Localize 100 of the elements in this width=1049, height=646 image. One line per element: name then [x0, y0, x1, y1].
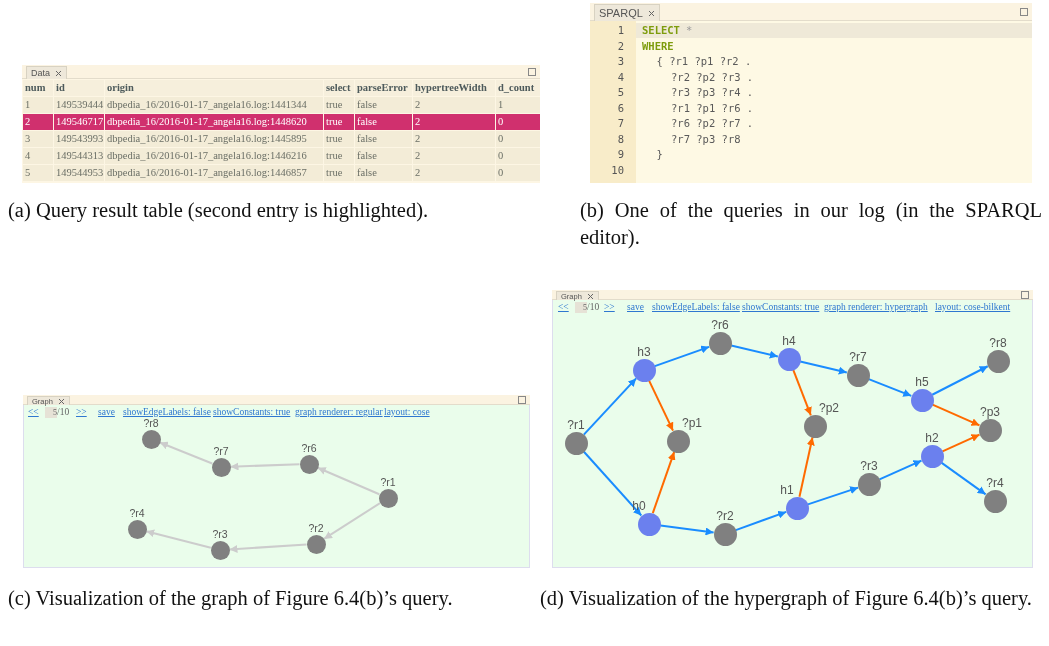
tab: SPARQL: [594, 4, 660, 21]
graph-node: [298, 443, 320, 474]
figure-caption: (a) Query result table (second entry is highlighted).: [8, 198, 430, 224]
node-label: ?p1: [681, 416, 703, 430]
line-number: 4: [616, 69, 624, 85]
code-keyword: WHERE: [642, 38, 674, 54]
node-label: ?p2: [818, 401, 840, 415]
page-count: /10: [587, 302, 600, 313]
node-label: ?r2: [307, 523, 325, 535]
table-cell: 149544313: [54, 148, 104, 164]
table-cell: 2: [413, 97, 495, 113]
table-cell: 2: [23, 114, 53, 130]
arrow: [792, 368, 812, 417]
table-cell: true: [324, 97, 354, 113]
table-cell: dbpedia_16/2016-01-17_angela16.log:1441344: [105, 97, 323, 113]
page-input-field: 5: [575, 302, 587, 313]
line-number: 1: [616, 23, 624, 38]
node-label: ?r4: [128, 508, 146, 520]
node-label: h1: [779, 483, 795, 497]
graph-node: [776, 334, 802, 371]
figure-caption: (b) One of the queries in our log (in the SPARQL editor).: [580, 198, 1042, 251]
arrow: [158, 441, 214, 465]
node-label: ?r6: [710, 318, 730, 332]
graph-node: [210, 446, 232, 477]
graph-node: [631, 345, 657, 382]
line-number: 7: [616, 116, 624, 131]
tab: Data: [26, 66, 67, 79]
node-label: ?r8: [142, 418, 160, 430]
arrow: [651, 450, 676, 515]
graph-node: [707, 318, 733, 355]
column-header: d_count: [496, 80, 540, 96]
table-cell: 2: [413, 131, 495, 147]
line-number: 3: [616, 54, 624, 69]
node-label: h3: [636, 345, 652, 359]
table-cell: true: [324, 131, 354, 147]
table-cell: 0: [496, 148, 540, 164]
arrow: [867, 378, 913, 397]
graph-node: [126, 508, 148, 539]
graph-node: [977, 405, 1003, 442]
code-keyword: SELECT: [642, 23, 680, 38]
toolbar-link: showEdgeLabels: false: [123, 407, 211, 418]
column-header: select: [324, 80, 354, 96]
node-label: ?r1: [379, 477, 397, 489]
table-cell: 4: [23, 148, 53, 164]
code-line: ?r7 ?p3 ?r8: [671, 131, 741, 147]
table-cell: false: [355, 97, 412, 113]
node-label: h2: [924, 431, 940, 445]
arrow: [316, 466, 381, 496]
table-cell: dbpedia_16/2016-01-17_angela16.log:1446857: [105, 165, 323, 181]
toolbar-link: showConstants: true: [742, 302, 820, 313]
toolbar-link: >>: [604, 302, 615, 313]
toolbar-link: >>: [76, 407, 87, 418]
table-cell: false: [355, 114, 412, 130]
line-number: 9: [616, 147, 624, 162]
arrow: [323, 502, 381, 540]
arrow: [941, 433, 981, 453]
toolbar-link: save: [627, 302, 644, 313]
table-cell: 149543993: [54, 131, 104, 147]
arrow: [806, 486, 860, 506]
arrow: [582, 377, 638, 436]
table-cell: true: [324, 148, 354, 164]
graph-node: [305, 523, 327, 554]
line-number: 5: [616, 85, 624, 100]
table-cell: 0: [496, 165, 540, 181]
arrow: [647, 379, 675, 432]
figure-caption: (c) Visualization of the graph of Figure 6.4(b)’s query.: [8, 586, 454, 612]
node-label: ?r6: [300, 443, 318, 455]
arrow: [228, 543, 308, 553]
table-cell: 5: [23, 165, 53, 181]
code-line: ?r3 ?p3 ?r4 .: [671, 85, 754, 100]
toolbar-link: showEdgeLabels: false: [652, 302, 740, 313]
arrow: [931, 365, 989, 396]
arrow: [730, 344, 779, 359]
column-header: hypertreeWidth: [413, 80, 495, 96]
graph-node: [856, 459, 882, 496]
graph-node: [845, 350, 871, 387]
graph-node: [377, 477, 399, 508]
column-header: parseError: [355, 80, 412, 96]
toolbar-link: showConstants: true: [213, 407, 291, 418]
table-cell: 1: [496, 97, 540, 113]
node-label: ?r1: [566, 418, 586, 432]
graph-node: [563, 418, 589, 455]
node-label: ?r3: [859, 459, 879, 473]
column-header: num: [23, 80, 53, 96]
table-cell: true: [324, 165, 354, 181]
code-line: }: [656, 147, 663, 162]
line-number: 8: [616, 131, 624, 147]
toolbar-link: layout: cose: [384, 407, 430, 418]
node-label: ?p3: [979, 405, 1001, 419]
column-header: origin: [105, 80, 323, 96]
table-cell: 149539444: [54, 97, 104, 113]
graph-node: [985, 336, 1011, 373]
node-label: ?r7: [212, 446, 230, 458]
code-line: ?r2 ?p2 ?r3 .: [671, 69, 754, 85]
table-cell: 0: [496, 114, 540, 130]
node-label: ?r4: [985, 476, 1005, 490]
arrow: [799, 360, 848, 375]
arrow: [734, 510, 788, 532]
arrow: [798, 436, 815, 498]
page-count: /10: [57, 407, 70, 418]
